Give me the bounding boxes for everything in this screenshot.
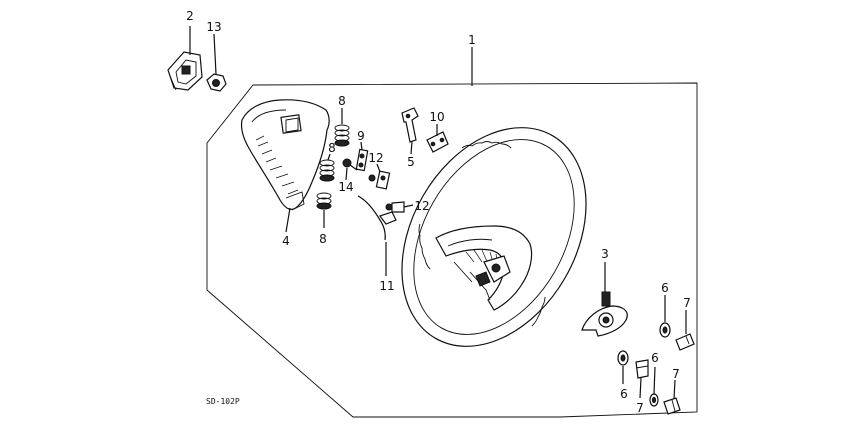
bracket [401,107,419,143]
mounting-plate [426,131,449,153]
leader-12a [376,163,381,173]
callout-12a: 12 [368,151,383,165]
leader-4 [285,207,291,233]
callout-8c: 8 [319,232,327,246]
callout-8a: 8 [338,94,346,108]
leader-6c [653,366,656,395]
steering-wheel [401,127,587,347]
callout-8b: 8 [328,141,336,155]
washer-bottom-left [617,350,629,366]
callout-13: 13 [206,20,221,34]
leader-5 [410,141,413,155]
washer-bottom-right [649,393,659,407]
clip-lower [385,201,405,213]
horn-button [167,51,203,91]
callout-10: 10 [429,110,444,124]
callout-5: 5 [407,155,415,169]
callout-14: 14 [338,180,353,194]
horn-wire [357,195,397,241]
cancel-cam [581,291,628,337]
leader-14 [345,167,348,181]
callout-11: 11 [379,279,394,293]
callout-9: 9 [357,129,365,143]
callout-6b: 6 [620,387,628,401]
leader-7c [673,379,676,400]
callout-4: 4 [282,234,290,248]
leader-12b [403,204,414,208]
leader-8b [327,153,331,161]
terminal-upper [368,170,391,190]
callout-7c: 7 [672,367,680,381]
screw-14 [342,158,358,171]
spring-middle [319,159,335,182]
spring-lower [316,192,332,210]
washer-right [659,322,671,338]
pad-cover [240,99,330,211]
callout-6c: 6 [651,351,659,365]
assembly-boundary [206,82,698,418]
drawing-code: SD-102P [206,397,240,406]
callout-6a: 6 [661,281,669,295]
callout-2: 2 [186,9,194,23]
leader-13 [213,33,217,75]
callout-3: 3 [601,247,609,261]
contact-plate [355,148,369,172]
nut [206,73,227,92]
leader-9 [360,141,363,151]
callout-7a: 7 [683,296,691,310]
bolt-bottom-left [635,359,649,379]
callout-7b: 7 [636,401,644,415]
callout-12b: 12 [414,199,429,213]
callout-1: 1 [468,33,476,47]
bolt-right [675,333,695,351]
spring-upper [334,124,350,147]
bolt-bottom-right [663,397,681,415]
leader-7b [639,377,642,399]
